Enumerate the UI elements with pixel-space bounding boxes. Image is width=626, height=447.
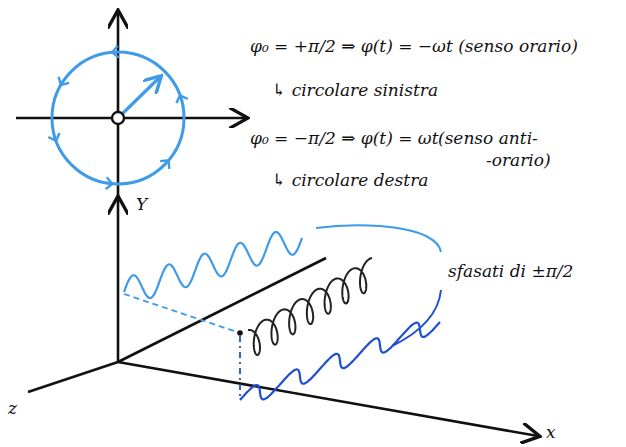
direction-chevron <box>59 77 69 85</box>
axis-label: Y <box>136 194 147 214</box>
axis <box>28 362 118 392</box>
projection-line <box>124 294 240 333</box>
note: -orario) <box>486 150 551 170</box>
axis-label: z <box>8 398 17 418</box>
bracket <box>316 225 441 252</box>
propagation-axis <box>118 258 326 362</box>
wave-y <box>124 232 302 298</box>
axis <box>117 12 120 196</box>
helix <box>248 258 372 355</box>
note: φ₀ = −π/2 ⇒ φ(t) = ωt <box>250 128 439 148</box>
note: ↳ circolare destra <box>272 170 428 190</box>
note: ↳ circolare sinistra <box>272 80 438 100</box>
direction-chevron <box>106 177 113 189</box>
direction-chevron <box>48 133 59 141</box>
point <box>237 330 243 336</box>
direction-chevron <box>176 95 187 103</box>
polarization-circle <box>52 52 184 184</box>
direction-chevron <box>112 46 119 58</box>
axis <box>117 198 120 362</box>
origin-dot <box>112 112 124 124</box>
axis-label: x <box>546 422 556 442</box>
field-vector <box>118 77 160 118</box>
note: φ₀ = +π/2 ⇒ φ(t) = −ωt (senso orario) <box>250 36 578 56</box>
wave-x <box>240 322 440 400</box>
note: sfasati di ±π/2 <box>448 261 573 281</box>
axis <box>118 362 538 436</box>
projection-line <box>239 336 241 400</box>
direction-chevron <box>160 160 169 168</box>
note: (senso anti- <box>438 128 538 148</box>
bracket <box>392 290 441 346</box>
